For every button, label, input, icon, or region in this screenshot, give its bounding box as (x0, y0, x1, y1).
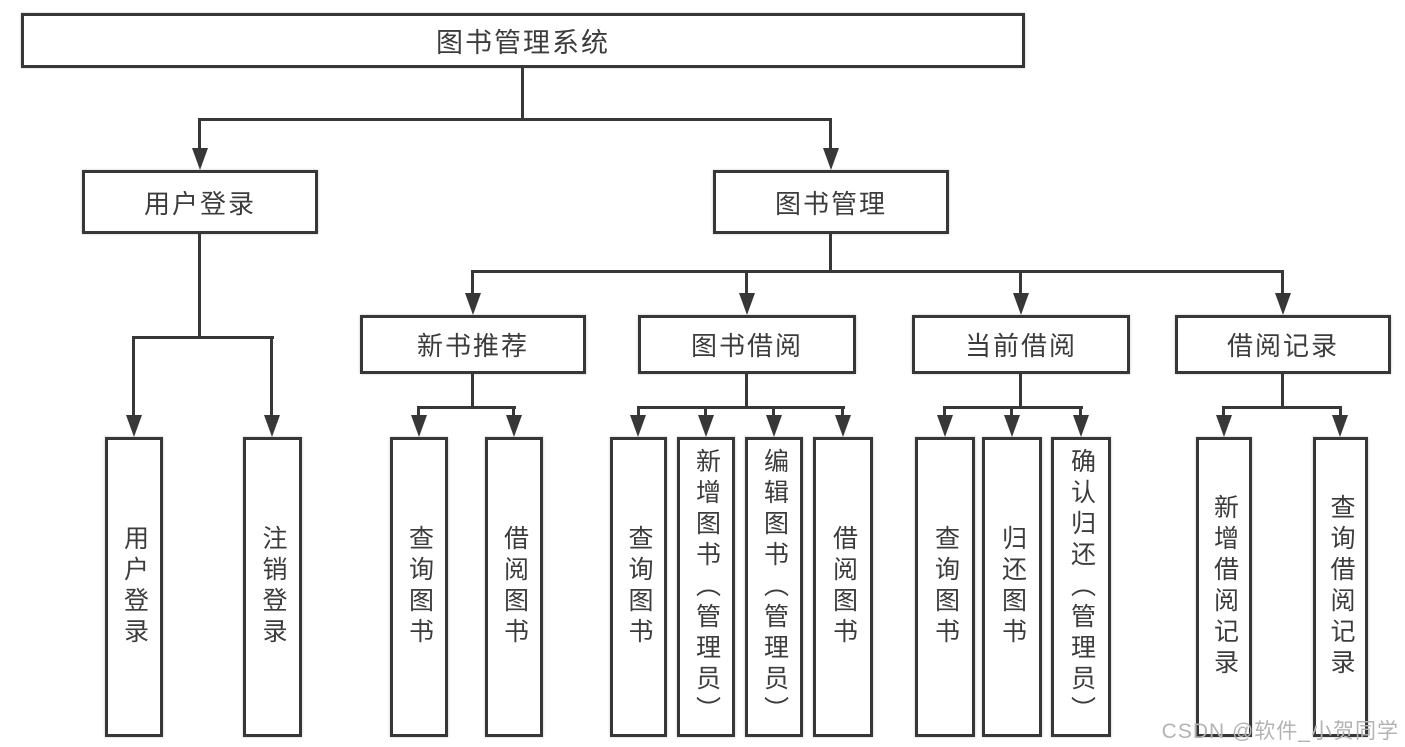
node-label: 借阅记录 (1226, 331, 1339, 361)
connector-book-mgmt-split (471, 270, 1284, 273)
node-new-book-recommend: 新书推荐 (360, 315, 586, 374)
connector-drop (829, 118, 832, 148)
node-library-management-system: 图书管理系统 (21, 13, 1025, 68)
leaf-confirm-return-admin: 确认归还（管理员） (1051, 437, 1111, 737)
arrow-down-icon (506, 415, 522, 437)
arrow-down-icon (1332, 415, 1348, 437)
arrow-down-icon (264, 415, 280, 437)
leaf-borrow-books-recommend: 借阅图书 (485, 437, 543, 737)
leaf-query-books-current: 查询图书 (915, 437, 975, 737)
leaf-label: 用户登录 (120, 525, 149, 649)
leaf-label: 新增借阅记录 (1210, 494, 1239, 680)
connector-drop (745, 272, 748, 293)
leaf-user-login: 用户登录 (105, 437, 163, 737)
leaf-query-books-recommend: 查询图书 (390, 437, 448, 737)
arrow-down-icon (766, 415, 782, 437)
connector-drop (943, 406, 946, 415)
connector-stem (1019, 374, 1022, 406)
connector-drop (270, 336, 273, 415)
arrow-down-icon (411, 415, 427, 437)
connector-stem (471, 374, 474, 406)
connector-drop (1281, 272, 1284, 293)
arrow-down-icon (192, 148, 208, 170)
arrow-down-icon (465, 293, 481, 315)
watermark: CSDN @软件_小贺同学 (1161, 720, 1399, 743)
connector-drop (417, 406, 420, 415)
connector-drop (1010, 406, 1013, 415)
connector-drop (637, 406, 640, 415)
connector-drop (772, 406, 775, 415)
leaf-label: 查询图书 (405, 525, 434, 649)
leaf-label: 注销登录 (259, 525, 287, 649)
arrow-down-icon (126, 415, 142, 437)
node-user-login: 用户登录 (82, 170, 318, 234)
connector-drop (471, 272, 474, 293)
connector-split (943, 406, 1083, 409)
connector-drop (512, 406, 515, 415)
connector-drop (1079, 406, 1082, 415)
leaf-query-books-borrowing: 查询图书 (610, 437, 667, 737)
arrow-down-icon (630, 415, 646, 437)
arrow-down-icon (1073, 415, 1089, 437)
leaf-edit-book-admin: 编辑图书（管理员） (745, 437, 803, 737)
leaf-return-books: 归还图书 (982, 437, 1042, 737)
connector-split (1222, 406, 1342, 409)
connector-split (637, 406, 845, 409)
arrow-down-icon (739, 293, 755, 315)
arrow-down-icon (698, 415, 714, 437)
arrow-down-icon (1275, 293, 1291, 315)
node-label: 图书借阅 (690, 331, 803, 361)
leaf-label: 归还图书 (998, 525, 1027, 649)
leaf-query-borrow-record: 查询借阅记录 (1313, 437, 1368, 737)
connector-drop (1339, 406, 1342, 415)
leaf-label: 查询图书 (931, 525, 960, 649)
leaf-logout: 注销登录 (243, 437, 302, 737)
leaf-label: 查询图书 (625, 525, 653, 649)
leaf-add-borrow-record: 新增借阅记录 (1196, 437, 1252, 737)
connector-user-login-stem (198, 234, 201, 336)
connector-split (417, 406, 516, 409)
connector-book-mgmt-stem (829, 234, 832, 272)
connector-drop (1222, 406, 1225, 415)
connector-user-login-split (132, 336, 274, 339)
leaf-borrow-books: 借阅图书 (813, 437, 873, 737)
connector-drop (1019, 272, 1022, 293)
connector-drop (704, 406, 707, 415)
connector-stem (745, 374, 748, 406)
leaf-label: 编辑图书（管理员） (760, 447, 789, 727)
leaf-label: 新增图书（管理员） (692, 447, 721, 727)
node-borrow-records: 借阅记录 (1175, 315, 1391, 374)
arrow-down-icon (823, 148, 839, 170)
node-label: 图书管理系统 (436, 28, 610, 58)
node-book-borrowing: 图书借阅 (638, 315, 856, 374)
connector-drop (132, 336, 135, 415)
connector-root-stem (521, 68, 524, 120)
connector-drop (841, 406, 844, 415)
arrow-down-icon (937, 415, 953, 437)
leaf-add-book-admin: 新增图书（管理员） (677, 437, 735, 737)
connector-root-split (198, 118, 832, 121)
node-book-management: 图书管理 (713, 170, 949, 234)
node-label: 用户登录 (143, 188, 256, 219)
leaf-label: 确认归还（管理员） (1067, 447, 1096, 727)
leaf-label: 借阅图书 (500, 525, 529, 649)
arrow-down-icon (1216, 415, 1232, 437)
leaf-label: 查询借阅记录 (1327, 494, 1355, 680)
node-current-borrowing: 当前借阅 (912, 315, 1130, 374)
arrow-down-icon (1013, 293, 1029, 315)
node-label: 图书管理 (774, 188, 887, 219)
connector-stem (1281, 374, 1284, 406)
node-label: 新书推荐 (416, 331, 529, 361)
node-label: 当前借阅 (964, 331, 1077, 361)
leaf-label: 借阅图书 (829, 525, 858, 649)
arrow-down-icon (1004, 415, 1020, 437)
connector-drop (198, 118, 201, 148)
arrow-down-icon (835, 415, 851, 437)
